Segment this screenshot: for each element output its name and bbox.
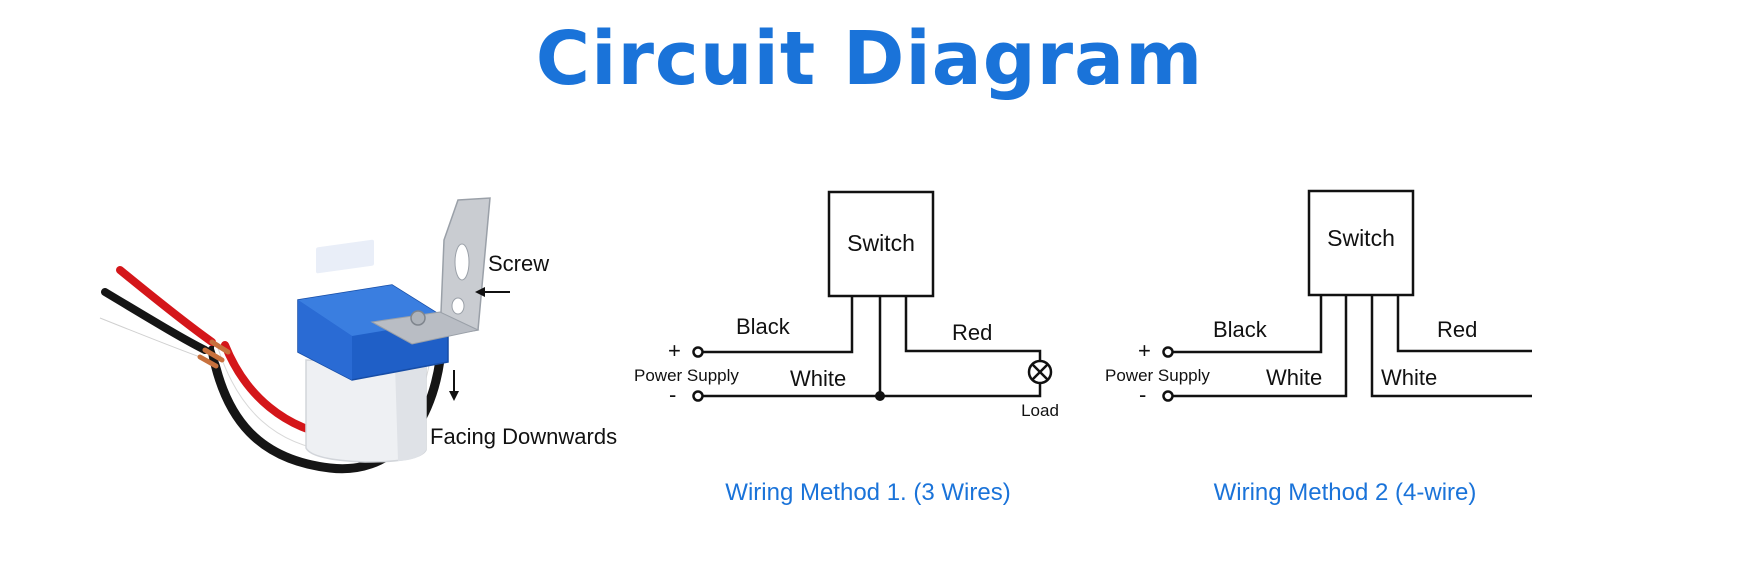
power-minus-terminal-2 [1162,390,1174,402]
bracket-slot [454,243,470,281]
power-plus-terminal-2 [1162,346,1174,358]
arrow-down-icon [449,370,459,401]
power-plus-terminal-1 [692,346,704,358]
screw-label: Screw [488,251,549,276]
copper-tip-white [197,354,219,369]
red-label-2: Red [1437,317,1477,342]
white-wire-2b [1370,295,1532,398]
red-wire-2 [1396,295,1532,353]
black-wire-lead [101,288,209,354]
junction-dot-icon [875,391,885,401]
device-cap-front [298,300,352,380]
red-wire-1 [904,296,1042,361]
white-wire-lead-outline [99,317,201,358]
switch-label-2: Switch [1327,225,1395,251]
white-label-1: White [790,366,846,391]
power-supply-label-1: Power Supply [634,366,739,385]
device-body-shade [395,365,426,461]
facing-downwards-label: Facing Downwards [430,424,617,449]
switch-box-2 [1307,189,1415,297]
copper-tip-black [202,347,225,363]
caption-method-2: Wiring Method 2 (4-wire) [1214,479,1477,506]
arrow-left-icon [475,287,510,297]
wiring-method-1: Switch Black White Red + - Power Supply … [634,190,1059,506]
switch-label-1: Switch [847,230,915,256]
power-minus-terminal-1 [692,390,704,402]
white-wire-2a [1168,295,1348,398]
minus-label-1: - [669,382,676,407]
black-label-1: Black [736,314,791,339]
plus-label-1: + [668,338,681,363]
photocell-switch-image: Screw Facing Downwards [96,197,617,474]
device-body-group [297,197,491,463]
minus-label-2: - [1139,382,1146,407]
black-wire-2 [1168,295,1323,354]
screw [410,310,426,326]
black-wire-1 [698,296,854,354]
bracket-slot-lower [451,297,465,315]
caption-method-1: Wiring Method 1. (3 Wires) [725,479,1010,506]
lamp-load-icon [1027,359,1053,385]
copper-tip-red [209,339,231,355]
wiring-method-2: Switch Black White White Red + - Power S… [1105,189,1532,506]
black-label-2: Black [1213,317,1268,342]
white-label-2b: White [1381,365,1437,390]
neutral-line-1 [698,383,1042,398]
power-supply-label-2: Power Supply [1105,366,1210,385]
red-label-1: Red [952,320,992,345]
page-title: Circuit Diagram [535,16,1204,102]
plus-label-2: + [1138,338,1151,363]
red-wire-lead [116,266,216,346]
device-label-plate [316,239,374,274]
white-label-2a: White [1266,365,1322,390]
load-label-1: Load [1021,401,1059,420]
